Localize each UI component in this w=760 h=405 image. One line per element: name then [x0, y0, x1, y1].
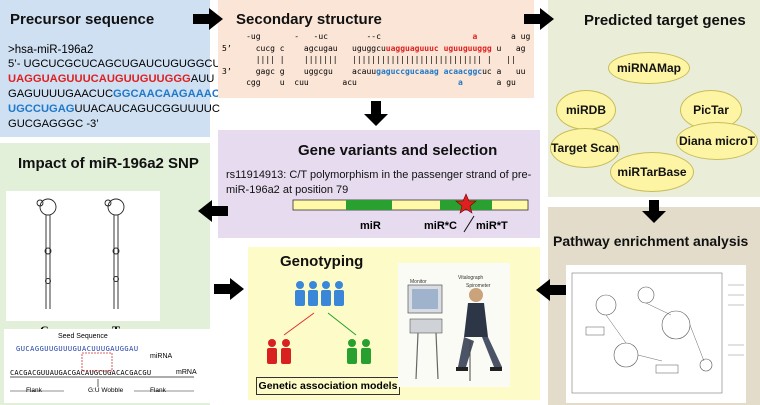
- variants-description: rs11914913: C/T polymorphism in the pass…: [226, 169, 532, 196]
- population-group-icon: [295, 281, 344, 306]
- sequence-segment: acaacggc: [443, 66, 483, 76]
- sequence-segment: u ag: [491, 43, 526, 53]
- tool-mirnamap: miRNAMap: [608, 52, 690, 84]
- pathway-title: Pathway enrichment analysis: [553, 233, 749, 249]
- wobble-label: G:U Wobble: [88, 387, 124, 394]
- targets-panel: Predicted target genes miRNAMap miRDB Pi…: [548, 0, 760, 197]
- screen-label-spirometer: Spirometer: [466, 283, 491, 289]
- secondary-structure-row: 3’ gagc g uggcgu acauugaguccgucaaag acaa…: [222, 67, 525, 76]
- hairpin-structures: [36, 198, 125, 309]
- sequence-segment: a ug: [477, 32, 531, 41]
- tool-mirtarbase: miRTarBase: [610, 152, 694, 192]
- sequence-segment: gaguccgucaaag: [376, 66, 439, 76]
- variants-title: Gene variants and selection: [298, 142, 498, 159]
- sequence-segment: GUCGAGGGC -3’: [8, 118, 99, 130]
- sequence-segment: -ug - -uc --c: [222, 32, 473, 41]
- impact-title: Impact of miR-196a2 SNP: [18, 155, 199, 172]
- tool-dianamicrot: Diana microT: [676, 122, 758, 160]
- seed-diagram: [4, 329, 210, 403]
- label-mirstar-t: miR*T: [476, 220, 508, 232]
- sequence-segment: GAGUUUUGAACUC: [8, 88, 114, 100]
- precursor-sequence-line: GAGUUUUGAACUCGGCAACAAGAAAC: [8, 88, 220, 100]
- precursor-sequence-line: GUCGAGGGC -3’: [8, 118, 99, 130]
- precursor-seq-name: >hsa-miR-196a2: [8, 44, 94, 56]
- sequence-segment: UAGGUAGUUUCAUGUUGUUGGG: [8, 73, 191, 85]
- arrow-right-impact-to-genotyping: [214, 278, 244, 300]
- label-mirstar-c: miR*C: [424, 220, 458, 232]
- genotyping-panel: Genotyping Genetic association models: [248, 247, 540, 400]
- flank-label-right: Flank: [150, 387, 166, 394]
- secondary-title: Secondary structure: [236, 11, 382, 28]
- mrna-label: mRNA: [176, 369, 197, 376]
- precursor-title: Precursor sequence: [10, 11, 155, 28]
- case-group-icon: [267, 339, 291, 364]
- tool-mirdb: miRDB: [556, 90, 616, 130]
- label-mir: miR: [360, 220, 381, 232]
- control-group-icon: [347, 339, 371, 364]
- split-arrow-right: [327, 312, 357, 336]
- allele-divider: [463, 215, 475, 233]
- mirna-label: miRNA: [150, 353, 173, 360]
- precursor-sequence-line: 5’- UGCUCGCUCAGCUGAUCUGUGGCU: [8, 58, 221, 70]
- sequence-segment: cgg u cuu acu: [222, 78, 459, 87]
- sequence-segment: a: [472, 32, 478, 41]
- secondary-structure-row: 5’ cucg c agcugau uguggcuuagguaguuuc ugu…: [222, 44, 525, 53]
- spirometer-scene: [407, 284, 502, 381]
- secondary-panel: Secondary structure -ug - -uc --c a a ug…: [218, 0, 534, 98]
- screen-label-monitor: Monitor: [410, 279, 427, 285]
- cart-icon: [409, 318, 443, 334]
- screen-label-vitalograph: Vitalograph: [458, 275, 484, 281]
- sequence-segment: 5’- UGCUCGCUCAGCUGAUCUGUGGCU: [8, 58, 221, 70]
- mirna-seq: GUCAGGUUGUUUGUACUUUGAUGGAU: [16, 345, 139, 353]
- flank-label-left: Flank: [26, 387, 42, 394]
- sequence-segment: AUU: [190, 73, 215, 85]
- sequence-segment: UUACAUCAGUCGGUUUUC: [74, 103, 220, 115]
- sequence-segment: GGCAACAAGAAAC: [113, 88, 220, 100]
- association-models-box: Genetic association models: [256, 377, 400, 395]
- sequence-segment: uagguaguuuc uguuguuggg: [385, 43, 492, 53]
- secondary-structure-row: cgg u cuu acu a a gu: [222, 78, 516, 87]
- sequence-segment: uc a uu: [482, 66, 526, 76]
- pathway-map-drawing: [571, 272, 744, 394]
- sequence-segment: UGCCUGAG: [8, 103, 75, 115]
- variant-bar: [292, 193, 529, 233]
- secondary-structure-row: |||| | ||||||| |||||||||||||||||||||||||…: [222, 55, 516, 64]
- precursor-sequence-line: UGCCUGAGUUACAUCAGUCGGUUUUC: [8, 103, 220, 115]
- tool-targetscan: Target Scan: [550, 128, 620, 168]
- mrna-seq: CACGACGUUAUGACGACAUGCUGACACGACGU: [10, 369, 152, 377]
- hairpin-t: [104, 198, 125, 309]
- precursor-sequence-line: UAGGUAGUUUCAUGUUGUUGGGAUU: [8, 73, 214, 85]
- hairpin-c: [36, 198, 57, 309]
- hairpin-box: [6, 191, 160, 321]
- patient-icon: [464, 303, 488, 337]
- impact-panel: Impact of miR-196a2 SNP C T Seed Sequenc…: [0, 143, 210, 405]
- precursor-panel: Precursor sequence >hsa-miR-196a2 5’- UG…: [0, 0, 221, 137]
- sequence-segment: a gu: [462, 78, 516, 87]
- secondary-structure-row: -ug - -uc --c a a ug: [222, 32, 530, 41]
- sequence-segment: a: [458, 78, 463, 87]
- targets-title: Predicted target genes: [584, 12, 746, 29]
- bar-background: [292, 199, 529, 211]
- variants-panel: Gene variants and selection rs11914913: …: [218, 130, 540, 238]
- sequence-segment: |||| | ||||||| |||||||||||||||||||||||||…: [222, 55, 516, 64]
- pathway-map-image: [566, 265, 746, 403]
- pathway-panel: Pathway enrichment analysis: [548, 207, 760, 405]
- snp-star-icon: [455, 193, 477, 214]
- mir-segment: [346, 200, 392, 210]
- arrow-down-secondary-to-variants: [364, 101, 388, 126]
- seed-lines: [10, 352, 194, 392]
- seed-label: Seed Sequence: [58, 333, 108, 340]
- sequence-segment: 3’ gagc g uggcgu acauu: [222, 66, 377, 76]
- sequence-segment: 5’ cucg c agcugau uguggcu: [222, 43, 386, 53]
- population-icons: [267, 281, 371, 364]
- split-arrow-left: [283, 312, 315, 336]
- genotyping-title: Genotyping: [280, 253, 364, 270]
